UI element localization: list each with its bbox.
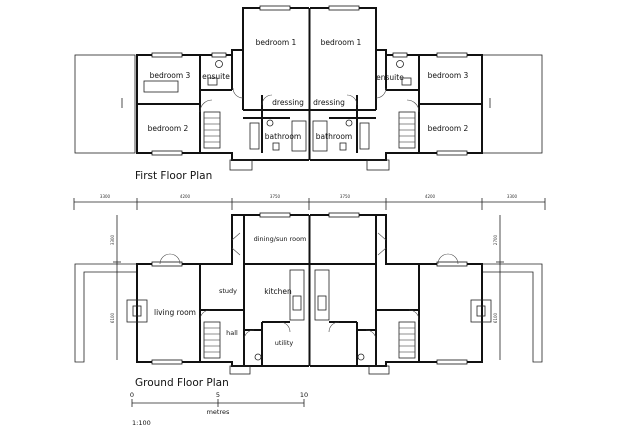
scale-ratio: 1:100 <box>132 419 151 427</box>
svg-text:3750: 3750 <box>270 194 281 199</box>
svg-text:6100: 6100 <box>493 312 498 323</box>
ground-floor-plan: 3300 4200 3750 3750 4200 3300 3300 6100 … <box>73 194 546 389</box>
first-floor-plan: bedroom 1 bedroom 1 bedroom 3 bedroom 3 … <box>74 5 543 182</box>
ff-ensuite-left: ensuite <box>202 72 230 81</box>
svg-text:3300: 3300 <box>507 194 518 199</box>
ff-dressing-left: dressing <box>272 98 304 107</box>
gf-hall: hall <box>226 329 238 337</box>
ff-bedroom-3-left: bedroom 3 <box>150 71 191 80</box>
scale-tick-10: 10 <box>300 391 308 399</box>
ff-bedroom-2-right: bedroom 2 <box>428 124 469 133</box>
scale-tick-0: 0 <box>130 391 134 399</box>
ff-right-outline <box>310 7 483 161</box>
svg-text:6100: 6100 <box>110 312 115 323</box>
ground-floor-title: Ground Floor Plan <box>135 377 229 389</box>
gf-living-room: living room <box>154 308 196 317</box>
svg-text:3750: 3750 <box>340 194 351 199</box>
gf-study: study <box>219 287 237 295</box>
svg-text:4200: 4200 <box>180 194 191 199</box>
svg-text:3300: 3300 <box>110 234 115 245</box>
scale-bar: 0 5 10 metres 1:100 <box>130 391 308 427</box>
ff-bedroom-3-right: bedroom 3 <box>428 71 469 80</box>
scale-tick-5: 5 <box>216 391 220 399</box>
svg-text:2700: 2700 <box>493 234 498 245</box>
ff-bedroom-1-left: bedroom 1 <box>256 38 297 47</box>
svg-text:4200: 4200 <box>425 194 436 199</box>
first-floor-title: First Floor Plan <box>135 170 212 182</box>
ff-ensuite-right: ensuite <box>376 73 404 82</box>
gf-kitchen: kitchen <box>264 287 292 296</box>
ff-bedroom-2-left: bedroom 2 <box>148 124 189 133</box>
gf-utility: utility <box>275 339 294 347</box>
ff-bedroom-1-right: bedroom 1 <box>321 38 362 47</box>
scale-unit: metres <box>207 408 230 416</box>
gf-dining-sun-room: dining/sun room <box>254 235 307 243</box>
svg-text:3300: 3300 <box>100 194 111 199</box>
gf-left-outline <box>136 214 309 367</box>
ff-left-outline <box>136 7 309 161</box>
gf-right-outline <box>310 214 483 367</box>
ff-right-terrace <box>481 54 543 154</box>
ff-dressing-right: dressing <box>313 98 345 107</box>
ff-left-terrace <box>74 54 136 154</box>
ff-bathroom-right: bathroom <box>316 132 352 141</box>
ff-bathroom-left: bathroom <box>265 132 301 141</box>
